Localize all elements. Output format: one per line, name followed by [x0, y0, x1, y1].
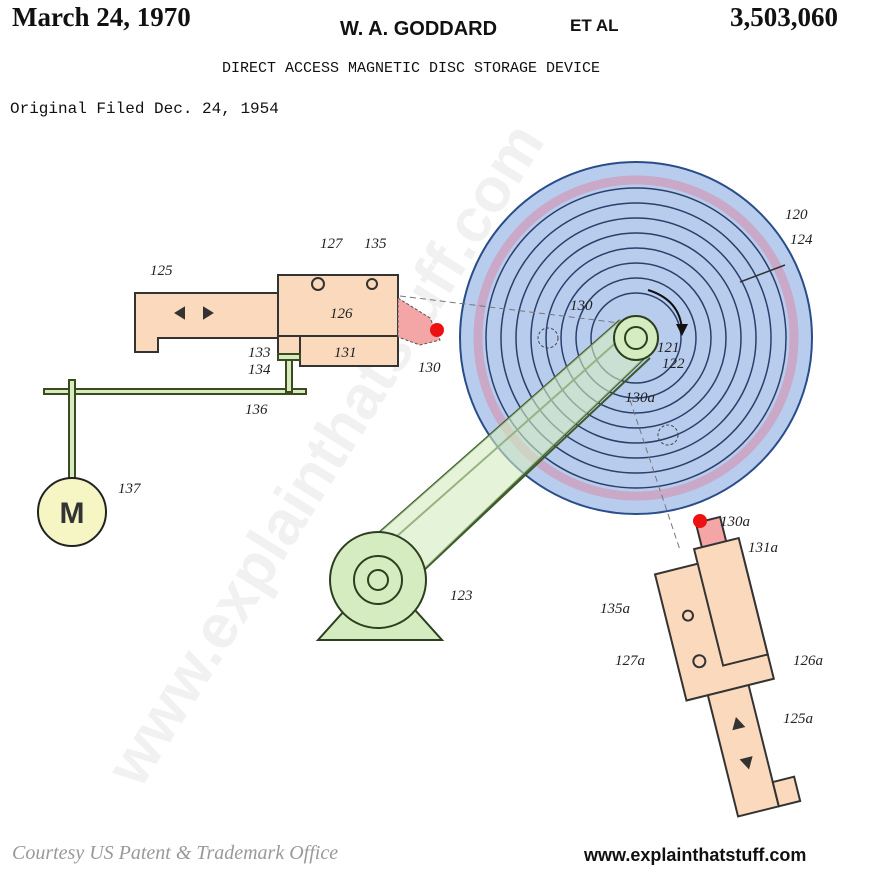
label-120: 120: [785, 207, 808, 223]
patent-date: March 24, 1970: [12, 2, 191, 32]
label-127: 127: [320, 236, 344, 252]
label-130: 130: [418, 360, 441, 376]
reference-labels: 120 124 125 127 135 126 131 130 130 121 …: [118, 207, 823, 727]
track-marker: [739, 264, 786, 283]
head-arm-130: [397, 297, 441, 346]
drive-belt: [347, 319, 656, 601]
et-al: ET AL: [570, 16, 619, 35]
label-133: 133: [248, 345, 271, 361]
patent-number: 3,503,060: [730, 2, 838, 32]
label-121: 121: [657, 340, 680, 356]
screw-127: [311, 277, 325, 291]
label-130a-disc: 130a: [625, 390, 655, 406]
label-123: 123: [450, 588, 473, 604]
screw-135: [366, 278, 378, 290]
label-137: 137: [118, 481, 142, 497]
rotation-arrow-icon: [676, 324, 688, 336]
label-131a: 131a: [748, 540, 778, 556]
motor-137: M: [37, 477, 107, 547]
label-126: 126: [330, 306, 353, 322]
filed-date: Original Filed Dec. 24, 1954: [10, 100, 279, 118]
label-125a: 125a: [783, 711, 813, 727]
courtesy-credit: Courtesy US Patent & Trademark Office: [12, 842, 339, 864]
label-130-disc: 130: [570, 298, 593, 314]
bidirectional-arrow-icon: [174, 306, 214, 320]
read-write-head: [430, 323, 444, 337]
inventor-name: W. A. GODDARD: [340, 18, 498, 40]
site-credit: www.explainthatstuff.com: [584, 845, 807, 865]
label-126a: 126a: [793, 653, 823, 669]
label-124: 124: [790, 232, 813, 248]
drive-motor: [315, 531, 445, 641]
hub: [613, 315, 659, 361]
access-arm-125: [134, 274, 399, 367]
label-134: 134: [248, 362, 271, 378]
patent-title: DIRECT ACCESS MAGNETIC DISC STORAGE DEVI…: [222, 60, 601, 77]
label-135: 135: [364, 236, 387, 252]
read-write-head-a: [693, 514, 707, 528]
motor-m-label: M: [60, 497, 85, 530]
label-122: 122: [662, 356, 685, 372]
label-136: 136: [245, 402, 268, 418]
label-127a: 127a: [615, 653, 645, 669]
head-position-130: [537, 327, 559, 349]
label-130a: 130a: [720, 514, 750, 530]
label-125: 125: [150, 263, 173, 279]
access-arm-125a: [653, 515, 802, 818]
label-131: 131: [334, 345, 357, 361]
label-135a: 135a: [600, 601, 630, 617]
head-position-130a: [657, 424, 679, 446]
